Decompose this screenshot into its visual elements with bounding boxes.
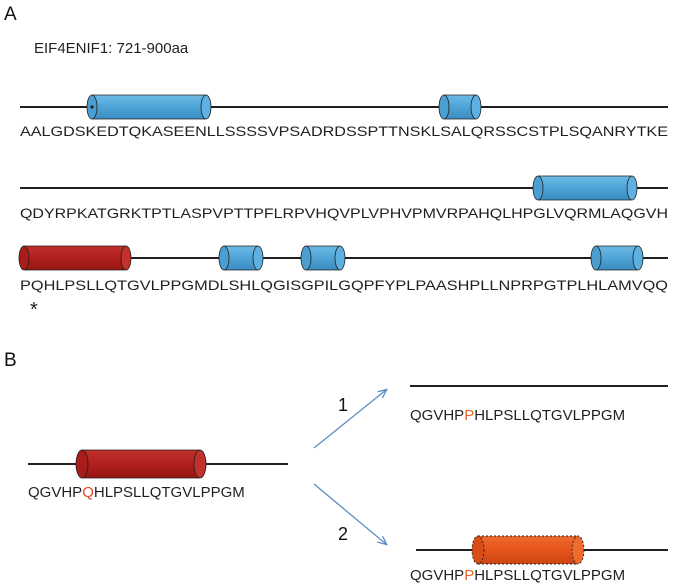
sequence-text: AALGDSKEDTQKASEENLLSSSSVPSADRDSSPTTNSKLS… bbox=[20, 124, 668, 139]
helix-blue bbox=[300, 245, 346, 271]
mutated-residue: P bbox=[464, 567, 474, 584]
sequence-prefix: QGVHP bbox=[410, 407, 464, 424]
original-sequence: QGVHPQHLPSLLQTGVLPPGM bbox=[28, 484, 245, 501]
arrow-down-icon bbox=[313, 483, 386, 544]
helix-blue bbox=[590, 245, 644, 271]
mutated-residue: P bbox=[464, 407, 474, 424]
sequence-prefix: QGVHP bbox=[28, 484, 82, 501]
panel-a-label: A bbox=[4, 4, 17, 25]
sequence-suffix: HLPSLLQTGVLPPGM bbox=[474, 407, 625, 424]
sequence-text: PQHLPSLLQTGVLPPGMDLSHLQGISGPILGQPFYPLPAA… bbox=[20, 278, 668, 293]
sequence-row-3: PQHLPSLLQTGVLPPGMDLSHLQGISGPILGQPFYPLPAA… bbox=[18, 245, 668, 321]
panel-b-label: B bbox=[4, 350, 17, 371]
outcome-2-number: 2 bbox=[338, 524, 348, 544]
mutation-site-asterisk: * bbox=[30, 299, 38, 321]
panel-a-title: EIF4ENIF1: 721-900aa bbox=[34, 40, 189, 57]
helix-blue bbox=[532, 175, 638, 201]
outcome-2-sequence: QGVHPPHLPSLLQTGVLPPGM bbox=[410, 567, 625, 584]
sequence-prefix: QGVHP bbox=[410, 567, 464, 584]
helix-red bbox=[18, 245, 132, 271]
outcome-1-number: 1 bbox=[338, 395, 348, 415]
sequence-row-1: AALGDSKEDTQKASEENLLSSSSVPSADRDSSPTTNSKLS… bbox=[20, 94, 668, 139]
helix-blue bbox=[438, 94, 482, 120]
outcome-1-sequence: QGVHPPHLPSLLQTGVLPPGM bbox=[410, 407, 625, 424]
original-construct: QGVHPQHLPSLLQTGVLPPGM bbox=[28, 449, 288, 501]
sequence-text: QDYRPKATGRKTPTLASPVPTTPFLRPVHQVPLVPHVPMV… bbox=[20, 206, 668, 221]
outcome-1-construct: QGVHPPHLPSLLQTGVLPPGM bbox=[410, 385, 668, 424]
helix-red bbox=[75, 449, 207, 479]
helix-orange bbox=[471, 535, 585, 565]
sequence-suffix: HLPSLLQTGVLPPGM bbox=[94, 484, 245, 501]
mutated-residue: Q bbox=[82, 484, 94, 501]
helix-blue bbox=[218, 245, 264, 271]
helix-blue bbox=[86, 94, 212, 120]
sequence-suffix: HLPSLLQTGVLPPGM bbox=[474, 567, 625, 584]
arrow-up-icon bbox=[313, 390, 386, 449]
outcome-2-construct: QGVHPPHLPSLLQTGVLPPGM bbox=[410, 535, 668, 584]
sequence-row-2: QDYRPKATGRKTPTLASPVPTTPFLRPVHQVPLVPHVPMV… bbox=[20, 175, 668, 221]
